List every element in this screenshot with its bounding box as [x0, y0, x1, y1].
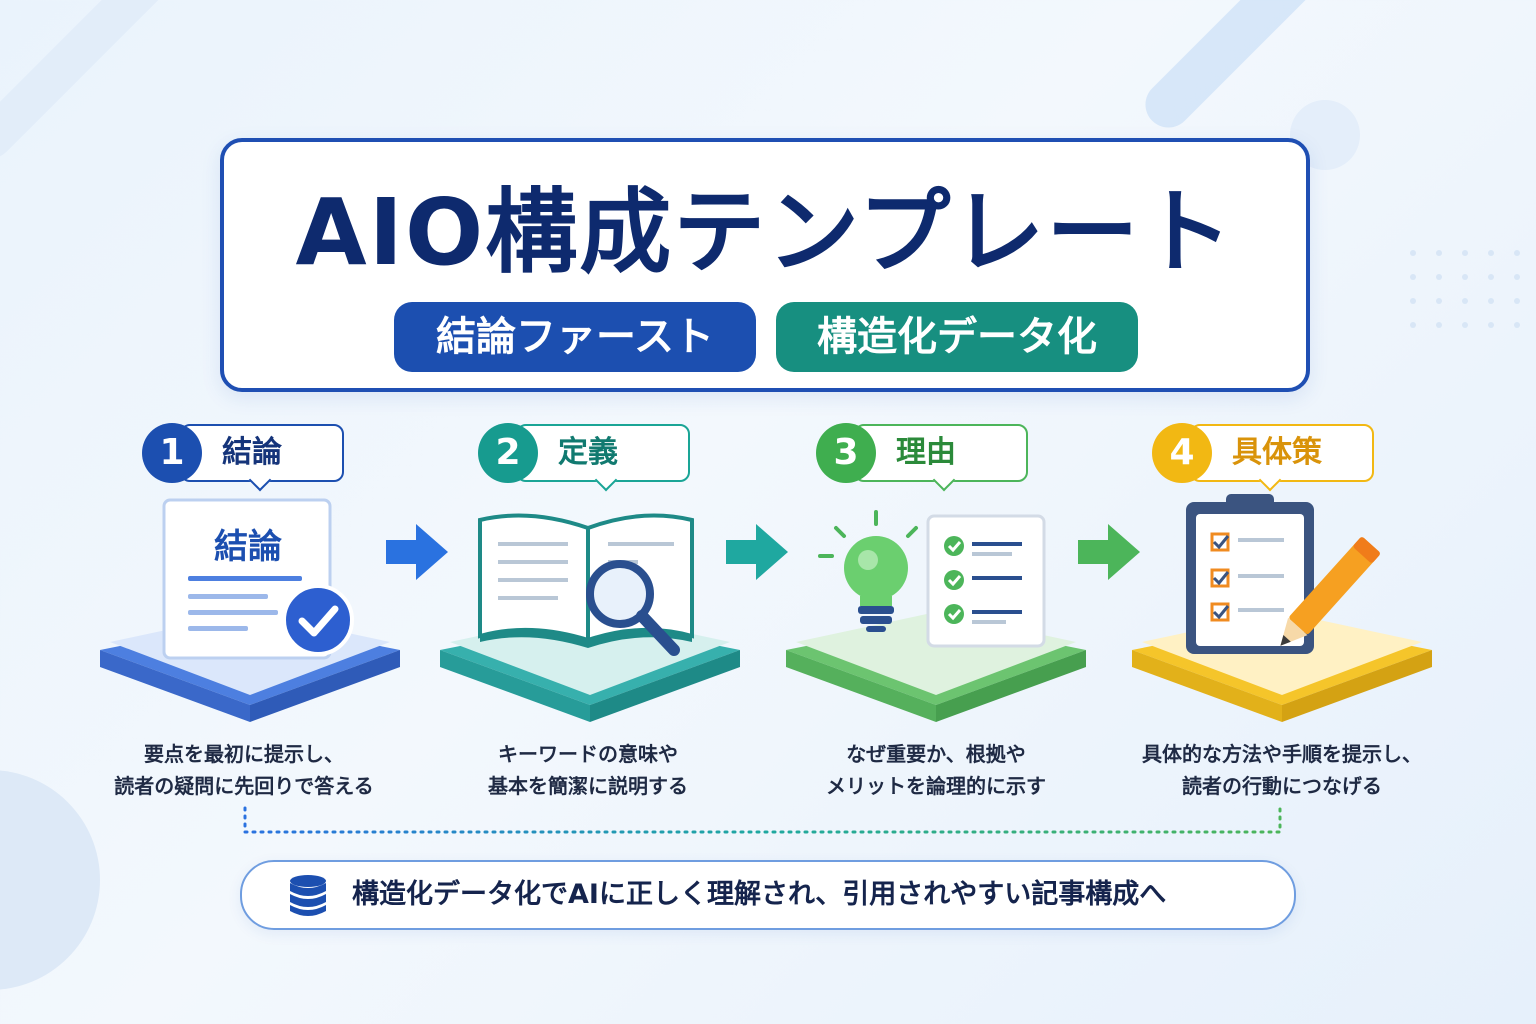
step-3-description: なぜ重要か、根拠や メリットを論理的に示す — [776, 738, 1096, 802]
step-1-description-line: 読者の疑問に先回りで答える — [114, 774, 374, 798]
step-1-title: 結論 — [180, 424, 344, 492]
dotted-connector — [243, 806, 1282, 860]
step-4-illustration — [1132, 494, 1432, 722]
lightbulb-checklist-icon — [818, 510, 1046, 648]
step-1-description-line: 要点を最初に提示し、 — [144, 742, 344, 766]
step-1-description: 要点を最初に提示し、 読者の疑問に先回りで答える — [84, 738, 404, 802]
title-panel: AIO構成テンプレート 結論ファースト 構造化データ化 — [220, 138, 1310, 392]
step-3-description-line: メリットを論理的に示す — [826, 774, 1046, 798]
step-1-illustration: 結論 — [100, 498, 400, 722]
step-3-title: 理由 — [854, 424, 1028, 492]
book-magnifier-icon — [478, 513, 694, 656]
step-2-title-text: 定義 — [558, 435, 618, 470]
step-4-number: 4 — [1152, 423, 1212, 483]
step-3-title-text: 理由 — [896, 435, 956, 470]
clipboard-pencil-icon — [1186, 494, 1380, 654]
step-2-description-line: キーワードの意味や — [498, 742, 678, 766]
arrow-right-icon — [1078, 524, 1140, 580]
tag-conclusion-first: 結論ファースト — [394, 302, 756, 372]
step-1-title-text: 結論 — [222, 435, 282, 470]
step-4-description-line: 具体的な方法や手順を提示し、 — [1142, 742, 1422, 766]
step-4-description: 具体的な方法や手順を提示し、 読者の行動につなげる — [1122, 738, 1442, 802]
summary-text: 構造化データ化でAIに正しく理解され、引用されやすい記事構成へ — [352, 879, 1167, 910]
summary-banner: 構造化データ化でAIに正しく理解され、引用されやすい記事構成へ — [240, 860, 1296, 930]
step-3-number: 3 — [816, 423, 876, 483]
step-3-illustration — [786, 510, 1086, 722]
database-icon — [290, 875, 326, 916]
step-2-number: 2 — [478, 423, 538, 483]
step-4-title-text: 具体策 — [1232, 435, 1322, 470]
step-2-title: 定義 — [516, 424, 690, 492]
step-2-illustration — [440, 513, 740, 722]
tag-structured-data: 構造化データ化 — [776, 302, 1138, 372]
step-1-card-title: 結論 — [214, 527, 282, 567]
arrow-right-icon — [726, 524, 788, 580]
page-title: AIO構成テンプレート — [295, 179, 1235, 286]
step-3-description-line: なぜ重要か、根拠や — [846, 742, 1026, 766]
step-4-description-line: 読者の行動につなげる — [1182, 774, 1382, 798]
document-check-icon — [162, 498, 354, 660]
step-2-description: キーワードの意味や 基本を簡潔に説明する — [428, 738, 748, 802]
step-2-description-line: 基本を簡潔に説明する — [488, 774, 688, 798]
step-1-number: 1 — [142, 423, 202, 483]
arrow-right-icon — [386, 524, 448, 580]
step-4-title: 具体策 — [1190, 424, 1374, 492]
